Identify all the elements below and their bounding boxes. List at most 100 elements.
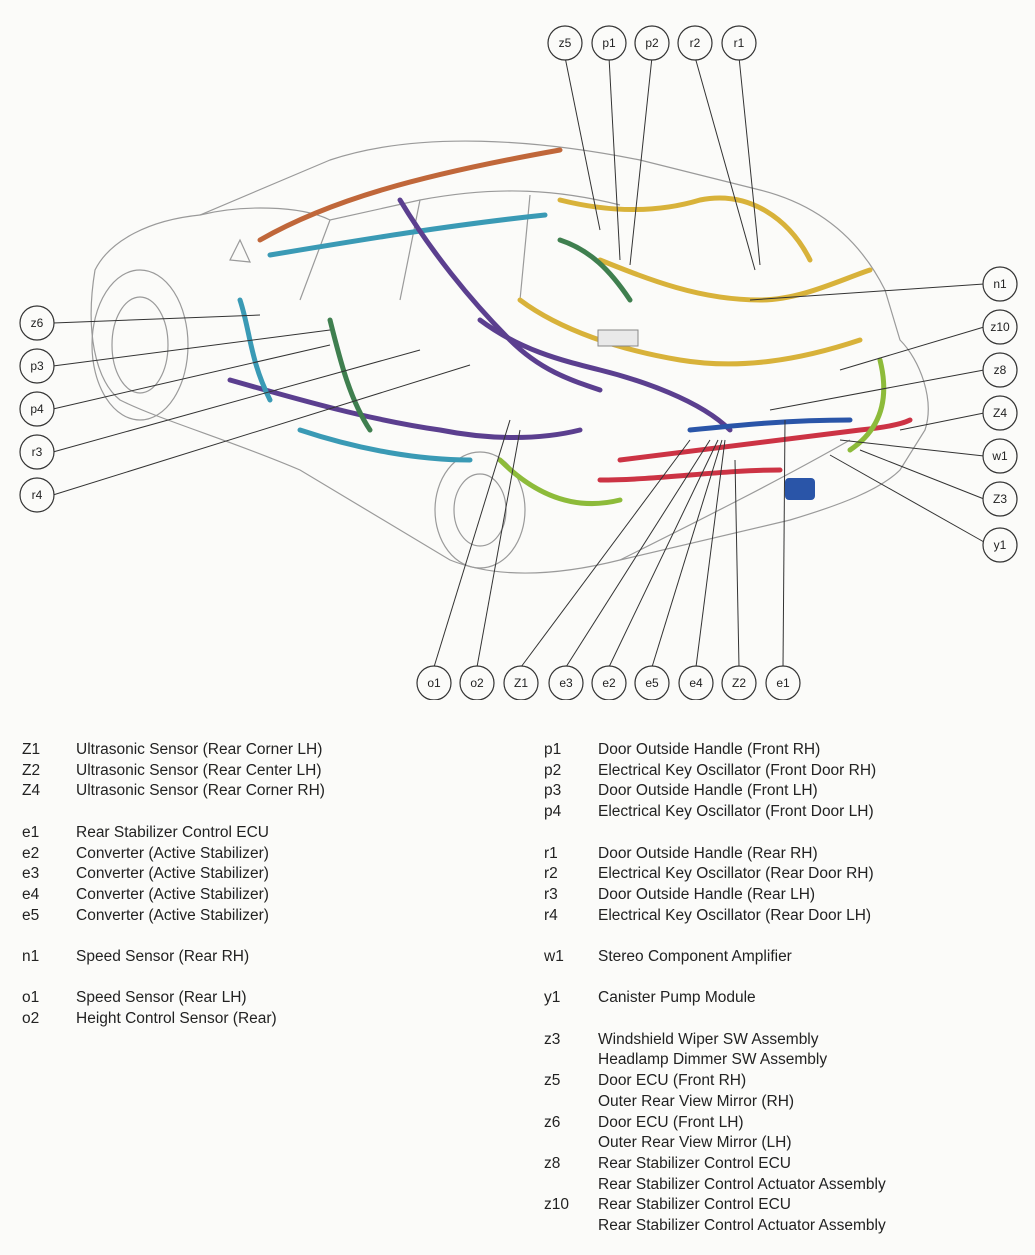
legend-label	[76, 968, 502, 989]
legend-label	[76, 802, 502, 823]
legend-label: Door Outside Handle (Front RH)	[598, 741, 821, 758]
legend-code	[22, 802, 76, 823]
legend-row	[22, 926, 502, 947]
legend-label: Converter (Active Stabilizer)	[76, 885, 269, 903]
legend-label: Rear Stabilizer Control Actuator Assembl…	[598, 1175, 886, 1193]
callout-p1: p1	[591, 25, 627, 61]
svg-text:r1: r1	[734, 36, 745, 50]
svg-text:Z2: Z2	[732, 676, 746, 690]
legend-label: Door Outside Handle (Rear RH)	[598, 844, 818, 862]
svg-text:p2: p2	[645, 36, 659, 50]
callout-w1: w1	[982, 438, 1018, 474]
legend-label: Ultrasonic Sensor (Rear Corner RH)	[76, 782, 325, 800]
legend-label	[598, 968, 1024, 989]
legend-code	[544, 926, 598, 947]
callout-z5: z5	[547, 25, 583, 61]
legend-label: Rear Stabilizer Control Actuator Assembl…	[598, 1217, 886, 1235]
legend-row	[544, 968, 1024, 989]
legend-row	[22, 968, 502, 989]
legend-code	[22, 968, 76, 989]
legend-label: Headlamp Dimmer SW Assembly	[598, 1051, 828, 1069]
svg-text:Z3: Z3	[993, 492, 1007, 506]
legend-label: Rear Stabilizer Control ECU	[76, 823, 269, 841]
legend-label	[598, 926, 1024, 947]
legend-code: z3	[544, 1030, 561, 1048]
svg-text:z8: z8	[994, 363, 1007, 377]
legend-code: z5	[544, 1072, 561, 1090]
legend-code: r4	[544, 906, 558, 924]
leader-lines	[52, 56, 985, 668]
legend-code	[544, 1216, 598, 1237]
callout-p4: p4	[19, 391, 55, 427]
legend-label: Electrical Key Oscillator (Front Door RH…	[598, 761, 877, 779]
legend-label: Canister Pump Module	[598, 989, 756, 1007]
legend-code	[544, 823, 598, 844]
legend-label: Converter (Active Stabilizer)	[76, 844, 269, 862]
legend-code: p2	[544, 761, 562, 779]
svg-text:Z4: Z4	[993, 406, 1007, 420]
callout-Z2: Z2	[721, 665, 757, 700]
legend-code	[544, 1175, 598, 1196]
svg-text:e4: e4	[689, 676, 703, 690]
svg-text:z10: z10	[990, 320, 1010, 334]
legend-row: e3 Converter (Active Stabilizer)	[22, 864, 502, 885]
legend-code: Z1	[22, 741, 41, 758]
svg-text:z5: z5	[559, 36, 572, 50]
legend-label: Electrical Key Oscillator (Rear Door LH)	[598, 906, 872, 924]
svg-text:y1: y1	[994, 538, 1007, 552]
legend-code: r3	[544, 885, 558, 903]
callout-r2: r2	[677, 25, 713, 61]
legend-code: r2	[544, 865, 558, 883]
legend-label: Door ECU (Front LH)	[598, 1113, 744, 1131]
svg-text:e3: e3	[559, 676, 573, 690]
connector-block	[597, 329, 639, 347]
legend-code: Z2	[22, 761, 41, 779]
legend-label: Outer Rear View Mirror (RH)	[598, 1092, 795, 1110]
legend-label	[76, 926, 502, 947]
legend-row: r4 Electrical Key Oscillator (Rear Door L…	[544, 906, 1024, 927]
legend-code: e2	[22, 844, 40, 862]
callout-r1: r1	[721, 25, 757, 61]
legend-row	[544, 1009, 1024, 1030]
legend-code: z8	[544, 1155, 561, 1172]
legend-label: Electrical Key Oscillator (Rear Door RH)	[598, 865, 874, 883]
legend-code: r1	[544, 844, 558, 862]
legend-row: z5 Door ECU (Front RH)	[544, 1071, 1024, 1092]
legend-code: w1	[544, 948, 564, 965]
legend-label: Door ECU (Front RH)	[598, 1072, 747, 1090]
svg-text:p4: p4	[30, 402, 44, 416]
legend-code: n1	[22, 948, 40, 965]
legend-row: r2 Electrical Key Oscillator (Rear Door R…	[544, 864, 1024, 885]
legend-row: z3 Windshield Wiper SW Assembly	[544, 1030, 1024, 1051]
svg-text:r2: r2	[690, 36, 701, 50]
legend-row: Rear Stabilizer Control Actuator Assembl…	[544, 1175, 1024, 1196]
svg-text:r3: r3	[32, 445, 43, 459]
legend-code: Z4	[22, 782, 41, 800]
legend-label	[598, 1009, 1024, 1030]
legend-code: p1	[544, 741, 562, 758]
legend-code: o2	[22, 1010, 40, 1028]
svg-text:e1: e1	[776, 676, 790, 690]
legend-label: Rear Stabilizer Control ECU	[598, 1155, 791, 1172]
legend-row: z8 Rear Stabilizer Control ECU	[544, 1154, 1024, 1175]
legend-row	[544, 823, 1024, 844]
legend-code: e1	[22, 823, 40, 841]
callout-o1: o1	[416, 665, 452, 700]
legend-label: Windshield Wiper SW Assembly	[598, 1030, 819, 1048]
legend-code: p3	[544, 782, 562, 800]
callout-e3: e3	[548, 665, 584, 700]
svg-text:p3: p3	[30, 359, 44, 373]
callout-z10: z10	[982, 309, 1018, 345]
legend-row: Rear Stabilizer Control Actuator Assembl…	[544, 1216, 1024, 1237]
legend-label: Converter (Active Stabilizer)	[76, 865, 269, 883]
legend-code: y1	[544, 989, 561, 1007]
amplifier-block	[785, 478, 815, 500]
legend-code: e3	[22, 865, 40, 883]
